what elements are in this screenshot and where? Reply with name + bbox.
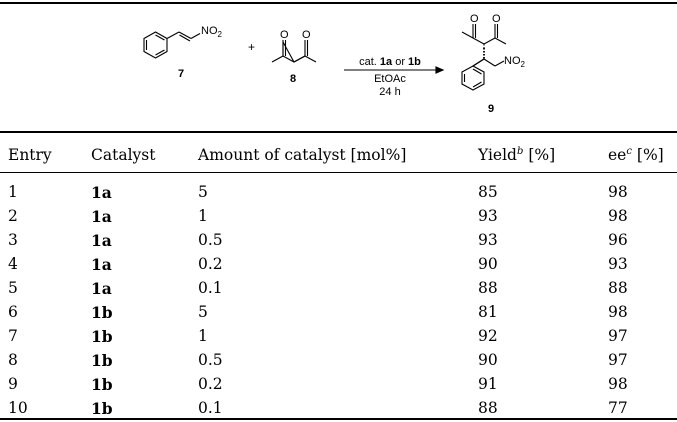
- cell-yield: 91: [478, 375, 498, 393]
- table-row: 10 1b 0.1 88 77: [0, 396, 677, 420]
- cell-yield: 90: [478, 255, 498, 273]
- cell-ee: 93: [608, 255, 628, 273]
- header-yield-footnote: b: [516, 145, 524, 157]
- table-row: 3 1a 0.5 93 96: [0, 228, 677, 252]
- nitro-label-7: NO2: [201, 25, 223, 39]
- cell-amount: 5: [198, 303, 208, 321]
- compound-label-7: 7: [178, 68, 184, 80]
- reaction-arrow-head: [435, 66, 445, 74]
- cell-entry: 5: [8, 279, 18, 297]
- cell-catalyst: 1b: [91, 302, 113, 322]
- conditions-line-1: cat. 1a or 1b: [359, 56, 421, 68]
- cell-amount: 0.5: [198, 231, 223, 249]
- conditions-line-2: EtOAc: [374, 73, 406, 85]
- table-row: 8 1b 0.5 90 97: [0, 348, 677, 372]
- cell-amount: 0.5: [198, 351, 223, 369]
- table-row: 9 1b 0.2 91 98: [0, 372, 677, 396]
- cell-yield: 92: [478, 327, 498, 345]
- header-yield: Yieldb [%]: [478, 136, 608, 174]
- cell-catalyst: 1a: [91, 206, 112, 226]
- vinyl-bond-3: [190, 33, 201, 39]
- cell-yield: 85: [478, 183, 498, 201]
- cell-entry: 8: [8, 351, 18, 369]
- cell-entry: 6: [8, 303, 18, 321]
- cell-amount: 0.2: [198, 255, 223, 273]
- cell-catalyst: 1b: [91, 398, 113, 418]
- header-amount: Amount of catalyst [mol%]: [198, 146, 407, 164]
- cell-amount: 1: [198, 207, 208, 225]
- cell-amount: 5: [198, 183, 208, 201]
- cell-entry: 10: [8, 399, 28, 417]
- cell-entry: 2: [8, 207, 18, 225]
- nitro-label-9: NO2: [504, 55, 526, 69]
- cell-ee: 97: [608, 327, 628, 345]
- header-ee-footnote: c: [626, 145, 632, 157]
- table-row: 4 1a 0.2 90 93: [0, 252, 677, 276]
- plus-sign: +: [248, 40, 255, 54]
- cell-ee: 77: [608, 399, 628, 417]
- reaction-scheme: NO2 7 + O O 8 cat. 1a or 1b EtOAc 24 h O…: [143, 13, 526, 115]
- header-catalyst: Catalyst: [91, 146, 156, 164]
- table-header-top-rule: [0, 131, 677, 133]
- table-row: 7 1b 1 92 97: [0, 324, 677, 348]
- cell-ee: 88: [608, 279, 628, 297]
- cell-ee: 98: [608, 303, 628, 321]
- results-table: Entry Catalyst Amount of catalyst [mol%]…: [0, 136, 677, 420]
- cell-ee: 98: [608, 183, 628, 201]
- header-entry: Entry: [8, 146, 52, 164]
- vinyl-double-bond: [179, 34, 191, 42]
- cell-catalyst: 1b: [91, 350, 113, 370]
- ketone-o-1: O: [280, 29, 289, 41]
- table-row: 5 1a 0.1 88 88: [0, 276, 677, 300]
- header-yield-text: Yield: [478, 146, 517, 164]
- table-row: 1 1a 5 85 98: [0, 174, 677, 204]
- header-yield-unit: [%]: [523, 146, 556, 164]
- compound-label-9: 9: [488, 103, 494, 115]
- cell-entry: 3: [8, 231, 18, 249]
- cell-yield: 88: [478, 399, 498, 417]
- table-top-rule: [0, 2, 677, 4]
- cell-yield: 93: [478, 207, 498, 225]
- cell-entry: 4: [8, 255, 18, 273]
- ketone-o-3: O: [470, 13, 479, 25]
- cell-amount: 0.1: [198, 399, 223, 417]
- cell-entry: 7: [8, 327, 18, 345]
- cell-yield: 81: [478, 303, 498, 321]
- ketone-o-4: O: [492, 13, 501, 25]
- cell-amount: 0.2: [198, 375, 223, 393]
- conditions-line-3: 24 h: [379, 86, 400, 98]
- cell-entry: 9: [8, 375, 18, 393]
- acetylacetone-8: [271, 40, 317, 63]
- product-9: [461, 24, 507, 91]
- cell-yield: 88: [478, 279, 498, 297]
- cell-catalyst: 1a: [91, 182, 112, 202]
- cell-ee: 98: [608, 207, 628, 225]
- vinyl-bond-2: [178, 31, 192, 39]
- header-ee-text: ee: [608, 146, 627, 164]
- table-header-row: Entry Catalyst Amount of catalyst [mol%]…: [0, 136, 677, 174]
- cell-ee: 97: [608, 351, 628, 369]
- cell-entry: 1: [8, 183, 18, 201]
- cell-catalyst: 1b: [91, 374, 113, 394]
- table-bottom-rule: [0, 418, 677, 420]
- cell-amount: 1: [198, 327, 208, 345]
- cell-ee: 98: [608, 375, 628, 393]
- cell-catalyst: 1b: [91, 326, 113, 346]
- cell-catalyst: 1a: [91, 278, 112, 298]
- header-ee-unit: [%]: [631, 146, 664, 164]
- cell-yield: 90: [478, 351, 498, 369]
- benzene-ring-7: [143, 31, 168, 59]
- table-row: 6 1b 5 81 98: [0, 300, 677, 324]
- table-row: 2 1a 1 93 98: [0, 204, 677, 228]
- table-header-bottom-rule: [0, 172, 677, 173]
- cell-catalyst: 1a: [91, 254, 112, 274]
- cell-amount: 0.1: [198, 279, 223, 297]
- header-ee: eec [%]: [608, 136, 677, 174]
- ketone-o-2: O: [302, 29, 311, 41]
- cell-yield: 93: [478, 231, 498, 249]
- vinyl-bond-1: [166, 31, 180, 39]
- cell-ee: 96: [608, 231, 628, 249]
- compound-label-8: 8: [290, 73, 296, 85]
- cell-catalyst: 1a: [91, 230, 112, 250]
